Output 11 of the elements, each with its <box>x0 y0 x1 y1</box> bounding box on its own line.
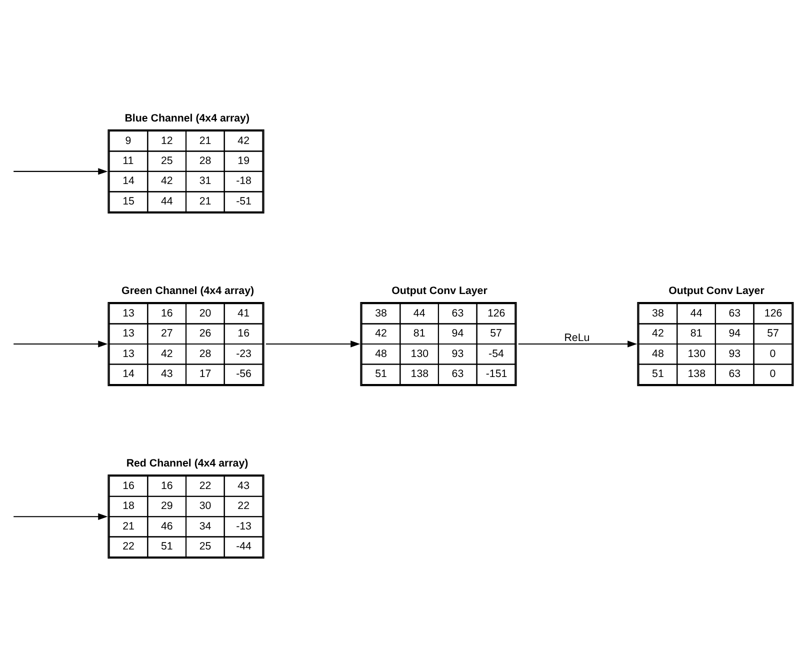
arrow <box>14 340 108 348</box>
node-label: Green Channel (4x4 array) <box>122 284 254 297</box>
arrow <box>14 513 108 520</box>
arrow <box>518 340 638 348</box>
node-label: Output Conv Layer <box>668 284 764 297</box>
node-label: Output Conv Layer <box>392 284 488 297</box>
node-label: Blue Channel (4x4 array) <box>124 112 250 124</box>
arrow <box>266 340 360 348</box>
node-label: Red Channel (4x4 array) <box>126 458 248 470</box>
arrow <box>14 168 108 175</box>
edge-label: ReLu <box>564 332 590 344</box>
